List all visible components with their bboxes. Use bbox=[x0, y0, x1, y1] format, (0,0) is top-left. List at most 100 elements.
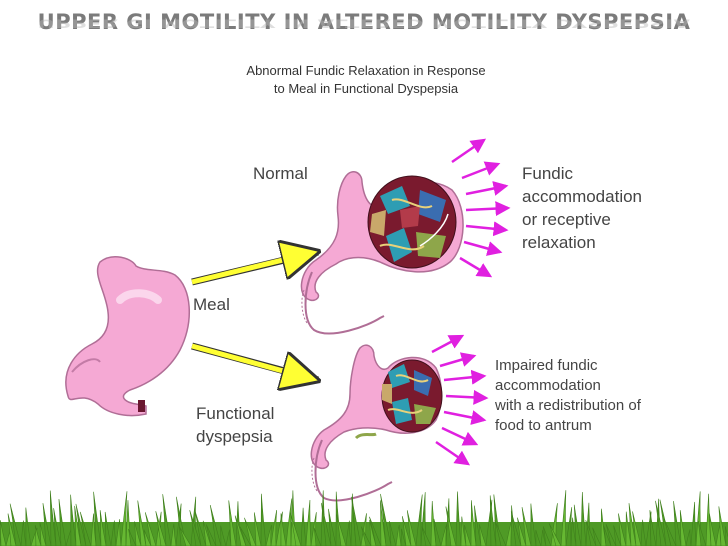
grass-blade bbox=[34, 525, 42, 546]
grass-blade bbox=[605, 524, 617, 546]
grass-blade bbox=[542, 526, 552, 546]
impaired-description: Impaired fundic accommodation with a red… bbox=[495, 356, 641, 436]
grass-blade bbox=[25, 507, 32, 546]
grass-blade bbox=[270, 509, 277, 546]
empty-stomach-icon bbox=[65, 256, 190, 417]
grass-blade bbox=[440, 523, 448, 546]
subtitle-line-2: to Meal in Functional Dyspepsia bbox=[273, 81, 459, 96]
grass-blade bbox=[79, 511, 92, 546]
grass-blade bbox=[128, 528, 137, 546]
grass-blade bbox=[280, 513, 287, 546]
grass-blade bbox=[470, 500, 477, 546]
grass-blade bbox=[305, 499, 312, 546]
grass-blade bbox=[144, 512, 157, 546]
grass-blade bbox=[455, 491, 462, 546]
grass-blade bbox=[285, 498, 293, 546]
grass-blade bbox=[603, 526, 612, 546]
grass-blade bbox=[663, 518, 677, 546]
grass-blade bbox=[351, 496, 362, 546]
impaired-desc-line-2: accommodation bbox=[495, 377, 601, 394]
grass-blade bbox=[265, 525, 272, 546]
normal-desc-line-4: relaxation bbox=[522, 233, 596, 252]
grass-blade bbox=[104, 511, 112, 546]
grass-blade bbox=[421, 526, 432, 546]
grass-blade bbox=[673, 500, 682, 546]
grass-blade bbox=[244, 517, 257, 546]
grass-blade bbox=[9, 503, 22, 546]
normal-desc-line-2: accommodation bbox=[522, 187, 643, 206]
grass-blade bbox=[489, 495, 497, 546]
slide-title: UPPER GI MOTILITY IN ALTERED MOTILITY DY… bbox=[37, 10, 691, 34]
grass-blade bbox=[464, 524, 472, 546]
grass-blade bbox=[709, 513, 717, 546]
grass-blade bbox=[206, 524, 217, 546]
grass-blade bbox=[225, 529, 232, 546]
impaired-desc-line-1: Impaired fundic bbox=[495, 357, 598, 374]
label-meal: Meal bbox=[193, 295, 230, 314]
grass-blade bbox=[202, 520, 212, 546]
grass-blade bbox=[194, 510, 207, 546]
grass-blade bbox=[580, 492, 587, 546]
grass-blade bbox=[460, 516, 467, 546]
grass-blade bbox=[521, 507, 532, 546]
grass-blade bbox=[313, 527, 322, 546]
grass-blade bbox=[369, 519, 377, 546]
grass-blade bbox=[570, 517, 577, 546]
grass-blade bbox=[685, 529, 692, 546]
grass-blade bbox=[389, 521, 397, 546]
grass-blade bbox=[406, 510, 417, 546]
grass-blade bbox=[478, 524, 487, 546]
grass-blade bbox=[395, 524, 402, 546]
grass-blade bbox=[7, 513, 17, 546]
grass-blade bbox=[120, 491, 128, 546]
grass-blade bbox=[430, 501, 437, 546]
grass-blade bbox=[530, 503, 537, 546]
grass-blade bbox=[115, 519, 122, 546]
grass-blade bbox=[260, 493, 267, 546]
grass-blade bbox=[321, 502, 332, 546]
grass-blade bbox=[20, 520, 27, 546]
grass-blade bbox=[565, 507, 573, 546]
grass-blade bbox=[592, 527, 602, 546]
grass-decoration bbox=[0, 490, 728, 546]
dyspepsia-expansion-arrows bbox=[431, 334, 489, 466]
normal-desc-line-1: Fundic bbox=[522, 164, 574, 183]
grass-blade bbox=[137, 500, 147, 546]
grass-blade bbox=[239, 526, 252, 546]
grass-blade bbox=[613, 525, 622, 546]
grass-blade bbox=[474, 505, 482, 546]
grass-blade bbox=[548, 523, 562, 546]
grass-blade bbox=[494, 520, 507, 546]
normal-expansion-arrows bbox=[451, 138, 511, 278]
grass-blade bbox=[560, 490, 567, 546]
grass-blade bbox=[75, 503, 87, 546]
grass-blade bbox=[649, 510, 657, 546]
label-functional-line-2: dyspepsia bbox=[196, 427, 273, 446]
label-functional-dyspepsia: Functional dyspepsia bbox=[196, 402, 274, 448]
grass-blade bbox=[220, 525, 227, 546]
grass-blade bbox=[573, 504, 582, 546]
grass-blade bbox=[170, 523, 177, 546]
grass-blade bbox=[49, 490, 57, 546]
grass-blade bbox=[718, 506, 727, 546]
label-functional-line-1: Functional bbox=[196, 404, 275, 423]
grass-blade bbox=[162, 494, 172, 546]
grass-blade bbox=[697, 520, 707, 546]
normal-stomach-icon bbox=[300, 171, 464, 335]
grass-blade bbox=[189, 510, 202, 546]
grass-blade bbox=[345, 520, 352, 546]
grass-blade bbox=[655, 500, 667, 546]
grass-blade bbox=[90, 513, 97, 546]
normal-description: Fundic accommodation or receptive relaxa… bbox=[522, 162, 642, 254]
grass-blade bbox=[400, 528, 407, 546]
dyspepsia-stomach-icon bbox=[310, 344, 443, 502]
subtitle: Abnormal Fundic Relaxation in Response t… bbox=[196, 62, 536, 98]
grass-blade bbox=[70, 494, 77, 546]
grass-blade bbox=[328, 508, 337, 546]
grass-blade bbox=[99, 510, 107, 546]
impaired-desc-line-4: food to antrum bbox=[495, 417, 592, 434]
grass-blade bbox=[690, 501, 697, 546]
yellow-arrow-fd bbox=[191, 343, 316, 380]
grass-blade bbox=[445, 506, 457, 546]
